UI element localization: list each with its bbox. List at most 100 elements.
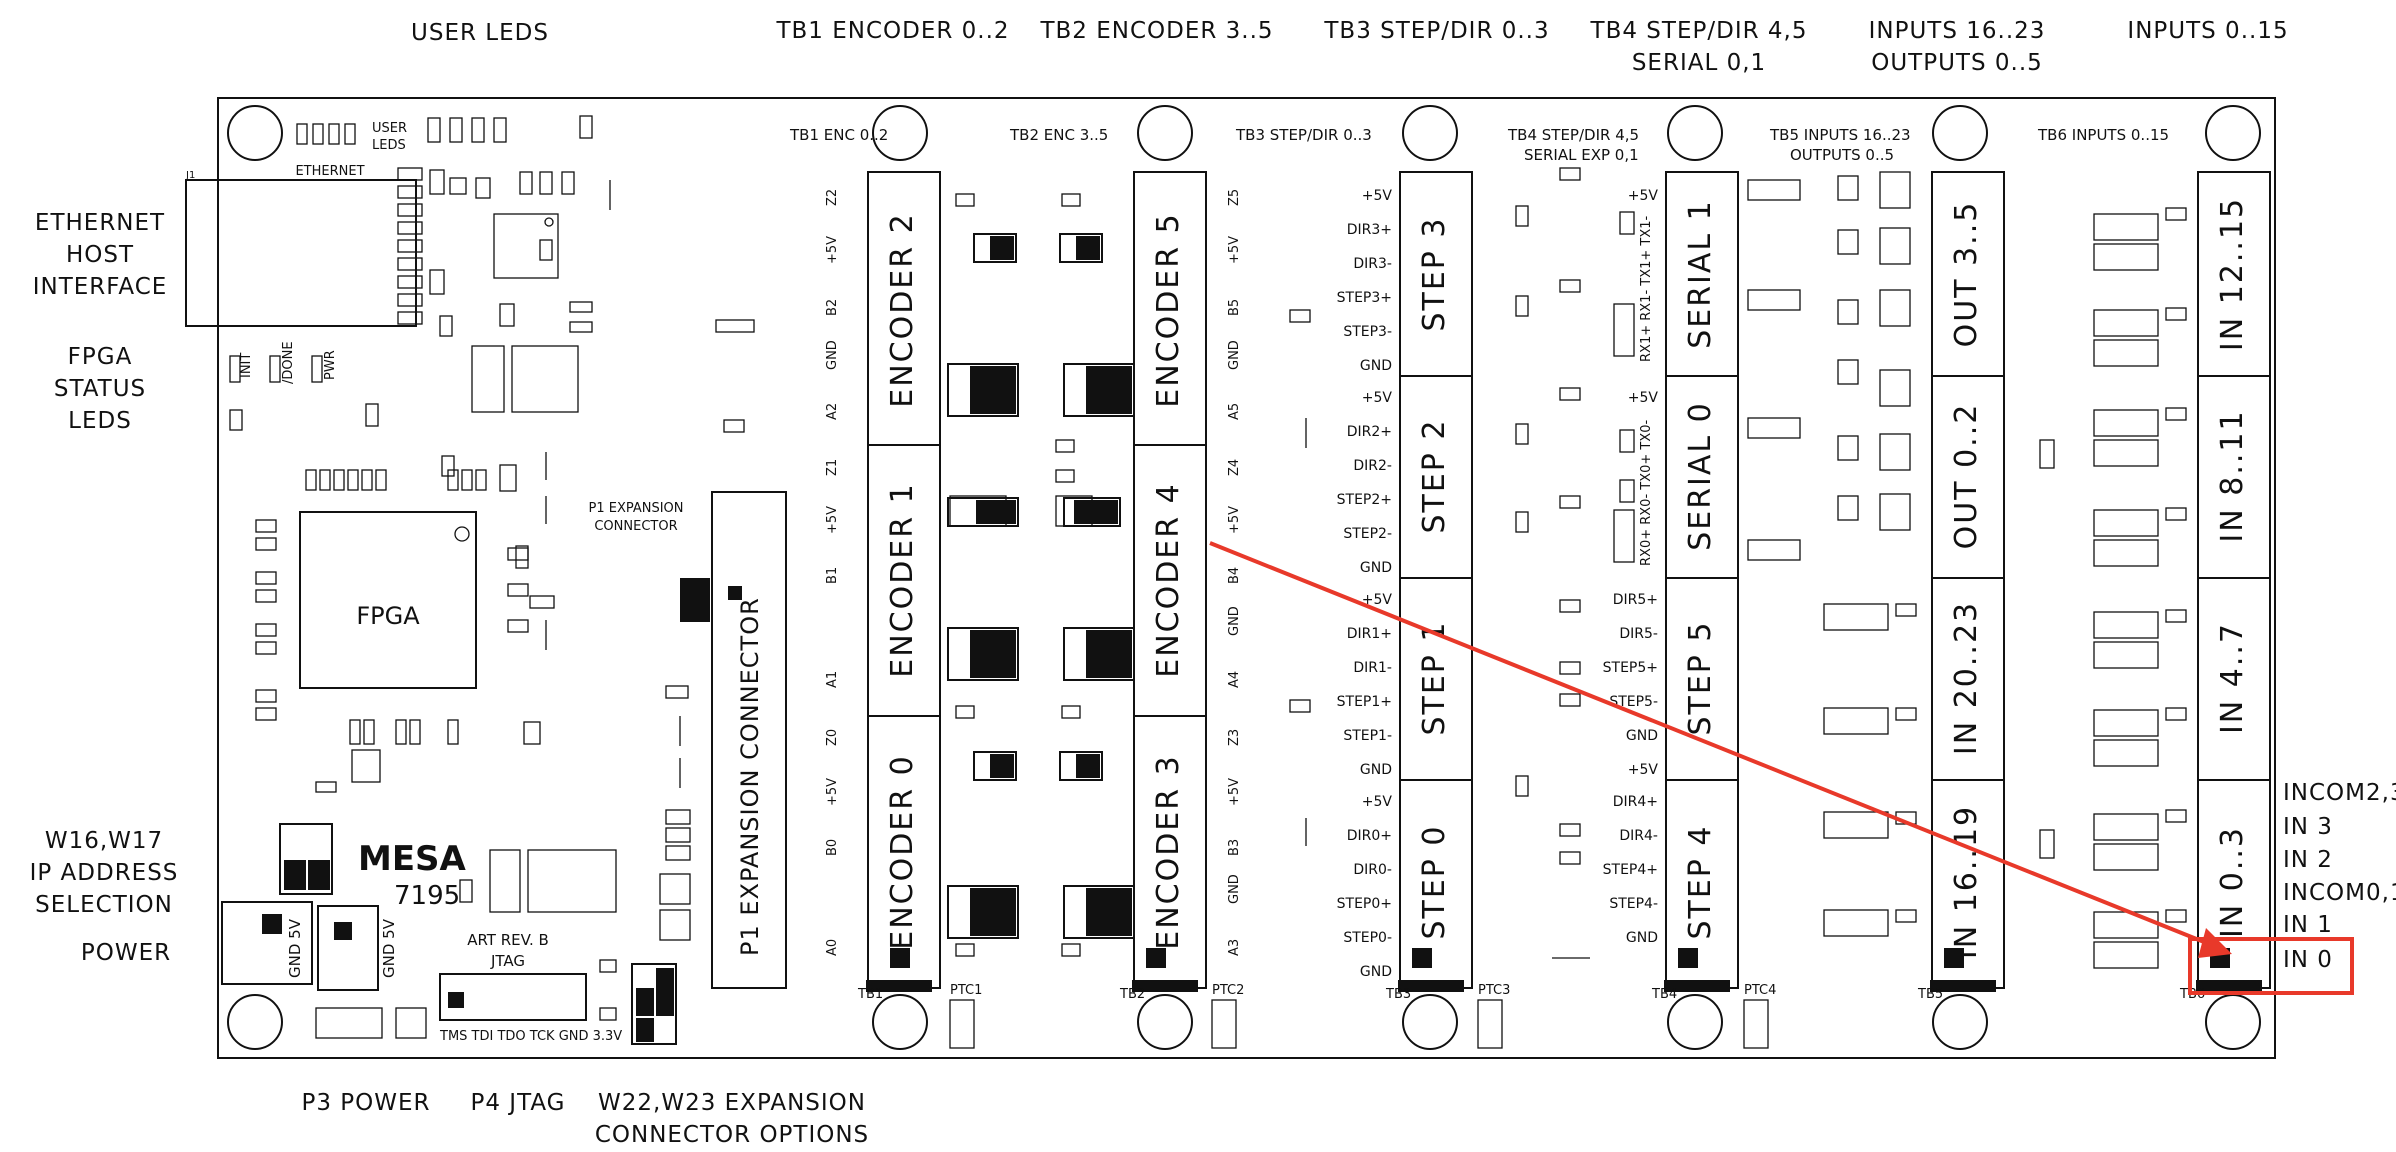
p1-key — [680, 578, 710, 622]
ic-footprint — [947, 627, 1019, 681]
pin-label: GND — [1626, 930, 1658, 946]
cap-footprint — [599, 959, 617, 973]
resistor-footprint — [397, 293, 423, 307]
label-tb5-line2: OUTPUTS 0..5 — [1871, 50, 2043, 76]
cap-footprint — [955, 193, 975, 207]
tb5-base — [1930, 980, 1996, 992]
cap-footprint — [539, 239, 553, 261]
cap-footprint — [2165, 507, 2187, 521]
pin-label: +5V — [1628, 188, 1659, 204]
optocoupler-footprint — [2093, 941, 2159, 969]
cap-footprint — [255, 589, 277, 603]
optocoupler-footprint — [2093, 739, 2159, 767]
ic-fill — [1086, 888, 1132, 936]
label-fpga-3: LEDS — [68, 408, 132, 434]
mounting-hole — [1137, 994, 1193, 1050]
jumper-shunt — [284, 860, 306, 890]
mounting-hole — [1667, 994, 1723, 1050]
pin-label: STEP5+ — [1603, 660, 1658, 676]
pin-label: DIR1+ — [1347, 626, 1392, 642]
tb1-base — [866, 980, 932, 992]
cap-footprint — [365, 403, 379, 427]
pin1-marker — [544, 217, 554, 227]
ptc2-ref: PTC2 — [1212, 983, 1244, 998]
optocoupler-footprint — [2093, 509, 2159, 537]
serial0-pin-labels: RX0+ RX0- TX0+ TX0- — [1639, 419, 1654, 566]
ic-fill — [990, 754, 1014, 778]
pin-label: +5V — [1362, 592, 1393, 608]
ic-fill — [1076, 236, 1100, 260]
encoder-transceivers — [947, 193, 1135, 957]
pin-label: DIR2- — [1353, 458, 1392, 474]
p1-silk-1: P1 EXPANSION — [588, 501, 683, 516]
led-footprint — [312, 123, 324, 145]
tb5-area: TB5 INPUTS 16..23 OUTPUTS 0..5 OUT 3..5 … — [1769, 126, 2005, 1002]
optocoupler-footprint — [1823, 909, 1889, 937]
label-p4-jtag: P4 JTAG — [470, 1090, 565, 1116]
tb4-silk-1: TB4 STEP/DIR 4,5 — [1507, 126, 1639, 144]
cap-footprint — [1895, 909, 1917, 923]
optocoupler-footprint — [2093, 539, 2159, 567]
cap-footprint — [449, 177, 467, 195]
tb1-pin-labels: Z2 B2 +5V GND A2 Z1 +5V B1 A1 Z0 +5V B0 … — [825, 189, 840, 956]
ic-footprint — [2039, 439, 2055, 469]
resistor-footprint — [1613, 509, 1635, 563]
ethernet-silk: ETHERNET — [295, 164, 364, 179]
optocoupler-footprint — [2093, 309, 2159, 337]
ic-fill — [1086, 366, 1132, 414]
annotation-highlight-box — [2188, 937, 2354, 995]
cap-footprint — [447, 719, 459, 745]
tb5-pin1 — [1944, 948, 1964, 968]
cap-footprint — [539, 171, 553, 195]
tb1-encoder-2: ENCODER 2 — [885, 212, 920, 407]
pin-label: B4 — [1227, 567, 1242, 584]
pin-label: STEP3- — [1343, 324, 1392, 340]
optocoupler-footprint — [2093, 409, 2159, 437]
annotation-arrow-line — [1209, 541, 2215, 948]
mounting-hole — [2205, 994, 2261, 1050]
led-footprint — [328, 123, 340, 145]
optocoupler-footprint — [2093, 641, 2159, 669]
phy-chip — [493, 213, 559, 279]
pin-label: B0 — [825, 839, 840, 856]
cap-footprint — [1559, 851, 1581, 865]
mounting-hole — [2205, 105, 2261, 161]
ptc4-ref: PTC4 — [1744, 983, 1776, 998]
pin-label: STEP3+ — [1337, 290, 1392, 306]
cap-footprint — [447, 469, 459, 491]
p1-pin1 — [728, 586, 742, 600]
crystal-footprint — [351, 749, 381, 783]
tb2-encoder-3: ENCODER 3 — [1151, 754, 1186, 949]
label-tb6: INPUTS 0..15 — [2127, 18, 2288, 44]
resistor-footprint — [397, 257, 423, 271]
transistor-footprint — [1879, 171, 1911, 209]
top-labels: USER LEDS TB1 ENCODER 0..2 TB2 ENCODER 3… — [411, 18, 2288, 76]
label-power: POWER — [81, 940, 171, 966]
cap-footprint — [1619, 211, 1635, 235]
pin-label: DIR3- — [1353, 256, 1392, 272]
cap-footprint — [569, 321, 593, 333]
optocoupler-footprint — [2093, 813, 2159, 841]
cap-footprint — [715, 319, 755, 333]
pin-label: +5V — [825, 236, 840, 264]
optocoupler-footprint — [2093, 611, 2159, 639]
pin-label: A0 — [825, 939, 840, 956]
pin-label: A2 — [825, 403, 840, 420]
jumper-shunt — [308, 860, 330, 890]
optocoupler-footprint — [2093, 439, 2159, 467]
board-outline — [217, 97, 2276, 1059]
cap-footprint — [1515, 423, 1529, 445]
cap-footprint — [319, 469, 331, 491]
tb4-step-5: STEP 5 — [1683, 620, 1718, 735]
cap-footprint — [1061, 705, 1081, 719]
pin-label: GND — [825, 340, 840, 370]
transformer-footprint — [1747, 289, 1801, 311]
pin-label: GND — [1227, 340, 1242, 370]
pin-label: +5V — [1227, 778, 1242, 806]
cap-footprint — [255, 571, 277, 585]
transformer-footprint — [1747, 539, 1801, 561]
pin-label: STEP1+ — [1337, 694, 1392, 710]
pin-label: DIR3+ — [1347, 222, 1392, 238]
label-tb2: TB2 ENCODER 3..5 — [1039, 18, 1273, 44]
